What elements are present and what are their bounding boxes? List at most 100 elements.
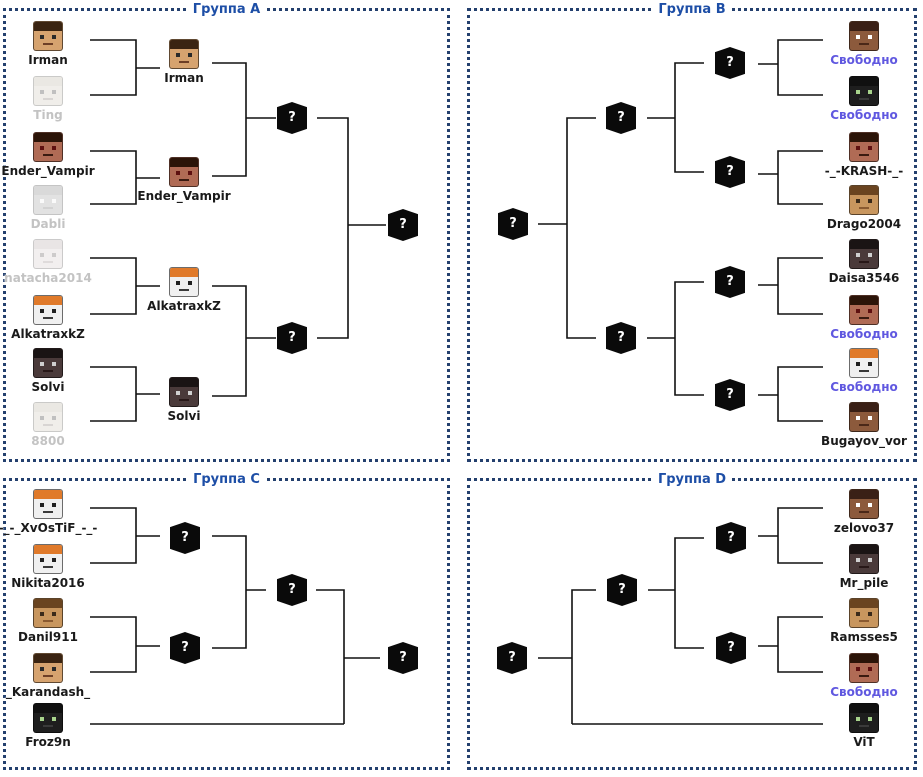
player-name[interactable]: zelovo37 <box>833 521 895 535</box>
player-name[interactable]: Drago2004 <box>826 217 902 231</box>
avatar-left-eye <box>39 667 45 672</box>
player-avatar-icon[interactable] <box>169 267 199 297</box>
player-name[interactable]: Irman <box>164 71 204 85</box>
player-name[interactable]: -_-_XvOsTiF_-_- <box>0 521 98 535</box>
avatar-hair <box>170 40 198 49</box>
avatar-hair <box>34 545 62 554</box>
player-avatar-icon[interactable] <box>33 132 63 162</box>
group-title: Группа C <box>187 472 266 488</box>
player-name[interactable]: ViT <box>853 735 875 749</box>
player-avatar-icon[interactable] <box>849 703 879 733</box>
player-avatar-icon[interactable] <box>849 348 879 378</box>
player-name[interactable]: AlkatraxkZ <box>147 299 221 313</box>
player-avatar-icon[interactable] <box>849 239 879 269</box>
avatar-right-eye <box>187 281 193 286</box>
player-avatar-icon[interactable] <box>33 295 63 325</box>
avatar-hair <box>850 490 878 499</box>
avatar-hair <box>34 22 62 31</box>
bracket-connector <box>777 366 823 422</box>
player-name[interactable]: AlkatraxkZ <box>11 327 85 341</box>
undecided-match-icon[interactable]: ? <box>606 322 636 354</box>
avatar-right-eye <box>867 90 873 95</box>
player-avatar-icon[interactable] <box>33 653 63 683</box>
player-avatar-icon[interactable] <box>849 653 879 683</box>
player-avatar-icon[interactable] <box>33 21 63 51</box>
undecided-match-icon[interactable]: ? <box>715 47 745 79</box>
player-avatar-icon[interactable] <box>33 348 63 378</box>
undecided-match-icon[interactable]: ? <box>715 156 745 188</box>
player-avatar-icon[interactable] <box>33 489 63 519</box>
undecided-match-icon[interactable]: ? <box>606 102 636 134</box>
player-avatar-icon[interactable] <box>849 598 879 628</box>
player-name[interactable]: Ting <box>33 108 63 122</box>
player-name[interactable]: Irman <box>28 53 68 67</box>
player-name[interactable]: _Karandash_ <box>5 685 91 699</box>
undecided-match-icon[interactable]: ? <box>277 574 307 606</box>
undecided-match-icon[interactable]: ? <box>715 266 745 298</box>
player-avatar-icon[interactable] <box>33 76 63 106</box>
avatar-mouth <box>859 316 869 320</box>
player-name[interactable]: Mr_pile <box>839 576 889 590</box>
avatar-left-eye <box>855 199 861 204</box>
player-avatar-icon[interactable] <box>169 377 199 407</box>
player-avatar-icon[interactable] <box>849 21 879 51</box>
group-title: Группа D <box>651 472 733 488</box>
player-avatar-icon[interactable] <box>33 185 63 215</box>
player-name[interactable]: Dabli <box>30 217 66 231</box>
player-avatar-icon[interactable] <box>169 157 199 187</box>
player-avatar-icon[interactable] <box>849 76 879 106</box>
avatar-right-eye <box>51 503 57 508</box>
player-name[interactable]: Ender_Vampir <box>1 164 95 178</box>
player-name[interactable]: Solvi <box>167 409 201 423</box>
player-name[interactable]: Свободно <box>830 380 898 394</box>
player-avatar-icon[interactable] <box>33 703 63 733</box>
undecided-match-icon[interactable]: ? <box>497 642 527 674</box>
player-avatar-icon[interactable] <box>849 295 879 325</box>
player-name[interactable]: Свободно <box>830 327 898 341</box>
player-name[interactable]: Danil911 <box>18 630 78 644</box>
undecided-match-icon[interactable]: ? <box>498 208 528 240</box>
avatar-mouth <box>179 398 189 402</box>
avatar-mouth <box>43 206 53 210</box>
player-name[interactable]: Nikita2016 <box>11 576 85 590</box>
undecided-match-icon[interactable]: ? <box>277 322 307 354</box>
player-avatar-icon[interactable] <box>33 598 63 628</box>
player-name[interactable]: Свободно <box>830 53 898 67</box>
undecided-match-icon[interactable]: ? <box>170 632 200 664</box>
undecided-match-icon[interactable]: ? <box>715 379 745 411</box>
player-avatar-icon[interactable] <box>849 132 879 162</box>
avatar-hair <box>170 268 198 277</box>
player-avatar-icon[interactable] <box>169 39 199 69</box>
player-name[interactable]: Solvi <box>31 380 65 394</box>
player-name[interactable]: Froz9n <box>25 735 71 749</box>
undecided-match-icon[interactable]: ? <box>716 632 746 664</box>
player-name[interactable]: -_-KRASH-_- <box>824 164 904 178</box>
player-avatar-icon[interactable] <box>33 402 63 432</box>
player-name[interactable]: Свободно <box>830 108 898 122</box>
player-name[interactable]: natacha2014 <box>4 271 92 285</box>
avatar-mouth <box>859 97 869 101</box>
player-avatar-icon[interactable] <box>33 544 63 574</box>
player-avatar-icon[interactable] <box>849 185 879 215</box>
player-name[interactable]: Daisa3546 <box>828 271 900 285</box>
player-avatar-icon[interactable] <box>849 489 879 519</box>
undecided-match-icon[interactable]: ? <box>388 642 418 674</box>
avatar-right-eye <box>867 199 873 204</box>
player-name[interactable]: Свободно <box>830 685 898 699</box>
player-avatar-icon[interactable] <box>849 402 879 432</box>
undecided-match-icon[interactable]: ? <box>716 522 746 554</box>
undecided-match-icon[interactable]: ? <box>388 209 418 241</box>
player-name[interactable]: Ender_Vampir <box>137 189 231 203</box>
undecided-match-icon[interactable]: ? <box>607 574 637 606</box>
player-name[interactable]: 8800 <box>31 434 65 448</box>
avatar-left-eye <box>855 90 861 95</box>
player-avatar-icon[interactable] <box>33 239 63 269</box>
avatar-hair <box>34 133 62 142</box>
undecided-match-icon[interactable]: ? <box>170 522 200 554</box>
player-name[interactable]: Ramsses5 <box>830 630 898 644</box>
avatar-left-eye <box>39 612 45 617</box>
player-avatar-icon[interactable] <box>849 544 879 574</box>
avatar-mouth <box>43 316 53 320</box>
player-name[interactable]: Bugayov_vor <box>821 434 907 448</box>
undecided-match-icon[interactable]: ? <box>277 102 307 134</box>
